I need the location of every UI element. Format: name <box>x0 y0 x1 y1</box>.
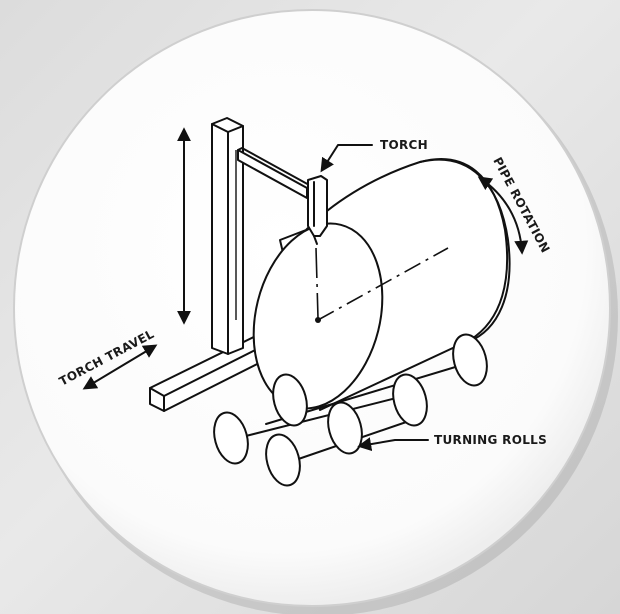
torch-leader-line <box>320 144 373 173</box>
torch <box>307 175 328 245</box>
roll-front-1 <box>265 433 301 487</box>
torch-label: TORCH <box>380 138 428 152</box>
torch-travel-arrow <box>82 344 158 390</box>
roll-mid-1 <box>213 411 249 465</box>
turning-rolls-label: TURNING ROLLS <box>434 433 547 447</box>
turning-rolls <box>213 333 488 487</box>
roll-rear-2 <box>452 333 488 387</box>
turning-rolls-leader-line <box>357 437 429 452</box>
pipe-rotation-arrow <box>477 176 529 255</box>
vertical-column <box>211 117 244 355</box>
pipe <box>252 158 511 411</box>
roll-rear-1 <box>272 373 308 427</box>
roll-front-2 <box>392 373 428 427</box>
roll-mid-2 <box>327 401 363 455</box>
